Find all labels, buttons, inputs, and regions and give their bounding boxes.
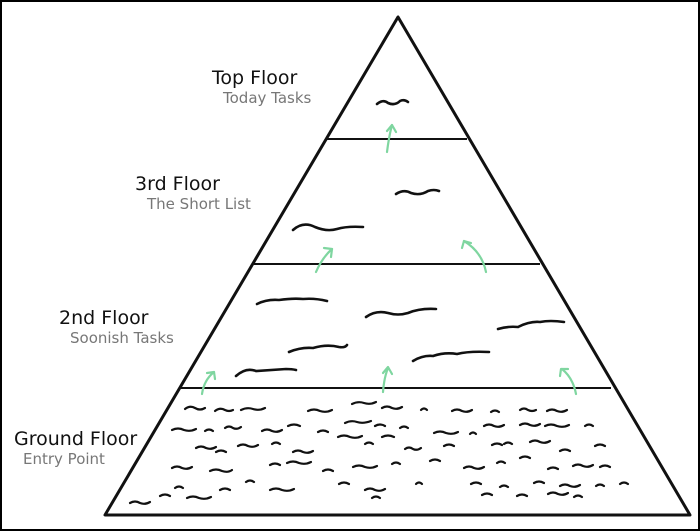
floor-title: Top Floor — [212, 67, 298, 89]
squiggle-icon — [234, 367, 298, 378]
floor-subtitle: Soonish Tasks — [70, 329, 174, 347]
squiggle-icon — [255, 297, 329, 306]
curved-up-arrow-icon — [314, 246, 334, 274]
floor-title: 2nd Floor — [59, 307, 149, 329]
floor-subtitle: Entry Point — [23, 450, 105, 468]
floor-label-ground: Ground Floor Entry Point — [14, 430, 137, 467]
floor-title: 3rd Floor — [135, 173, 220, 195]
curved-up-arrow-icon — [200, 370, 217, 396]
curved-up-arrow-icon — [558, 367, 578, 396]
floor-label-third: 3rd Floor The Short List — [135, 175, 251, 212]
squiggle-icon — [394, 188, 441, 196]
squiggle-icon — [375, 98, 410, 106]
floor-subtitle: Today Tasks — [223, 89, 312, 107]
promotion-arrows — [200, 123, 578, 396]
squiggle-icon — [364, 307, 438, 319]
squiggle-icon — [411, 350, 491, 363]
curved-up-arrow-icon — [460, 239, 488, 274]
squiggle-icon — [291, 223, 365, 232]
squiggle-icon — [287, 343, 349, 354]
task-squiggles-ground — [128, 400, 630, 505]
pyramid-outline — [103, 15, 692, 517]
squiggle-icon — [496, 319, 566, 331]
floor-label-second: 2nd Floor Soonish Tasks — [59, 309, 174, 346]
task-squiggles-upper — [234, 98, 566, 378]
floor-title: Ground Floor — [14, 428, 138, 450]
curved-up-arrow-icon — [385, 123, 398, 154]
curved-up-arrow-icon — [381, 365, 394, 394]
floor-subtitle: The Short List — [147, 195, 251, 213]
floor-label-top: Top Floor Today Tasks — [212, 69, 311, 106]
